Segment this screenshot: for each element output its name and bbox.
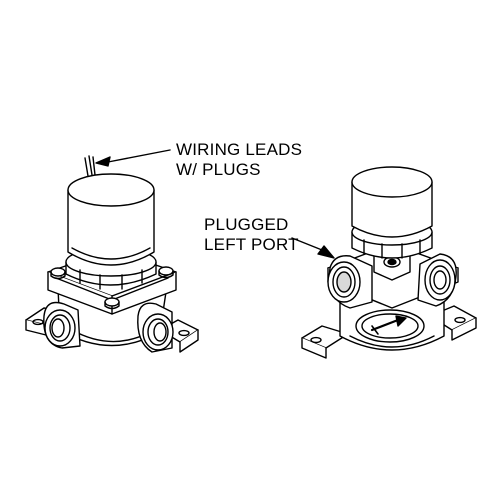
wiring-leads-callout: WIRING LEADS W/ PLUGS bbox=[176, 140, 302, 180]
plugged-left-port bbox=[327, 255, 373, 309]
right-valve-solenoid bbox=[351, 166, 433, 238]
plugged-callout-line1: PLUGGED bbox=[204, 215, 289, 234]
wiring-leader-arrowhead bbox=[95, 156, 111, 167]
plugged-port-callout: PLUGGED LEFT PORT bbox=[204, 215, 299, 255]
right-valve-right-port bbox=[417, 253, 457, 307]
left-valve-right-port bbox=[137, 302, 174, 353]
left-valve-left-port bbox=[43, 301, 81, 349]
flow-arrow-icon bbox=[370, 315, 407, 335]
wiring-leader-line bbox=[107, 149, 171, 163]
right-valve-assembly bbox=[301, 166, 477, 359]
plugged-callout-line2: LEFT PORT bbox=[204, 235, 299, 254]
right-valve-bottom-plate bbox=[355, 309, 425, 343]
left-valve-assembly bbox=[25, 155, 199, 353]
left-valve-solenoid bbox=[67, 173, 155, 266]
plugged-leader-arrowhead bbox=[317, 245, 335, 259]
right-valve-left-bracket bbox=[301, 325, 349, 359]
plugged-leader-line bbox=[291, 237, 323, 251]
wiring-callout-line2: W/ PLUGS bbox=[176, 160, 261, 179]
wiring-leads bbox=[84, 155, 96, 177]
wiring-callout-line1: WIRING LEADS bbox=[176, 140, 303, 159]
